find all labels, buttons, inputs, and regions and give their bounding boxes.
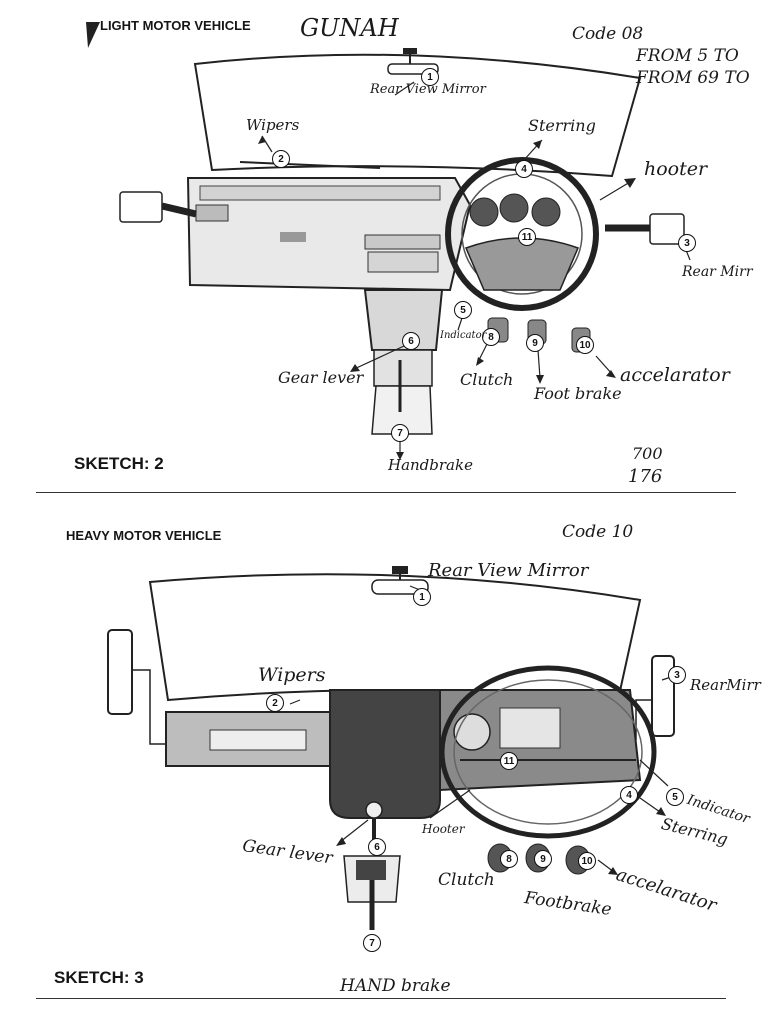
handwritten-code-line-2: FROM 5 TO [636,46,739,66]
handwritten-number-700: 700 [632,444,663,463]
handwritten-code-10: Code 10 [562,522,634,542]
callout-number-6: 6 [368,838,386,856]
callout-number-9: 9 [526,334,544,352]
label-rear-mirror: Rear Mirr [682,264,753,280]
label-gear-lever: Gear lever [241,836,334,869]
label-accelerator: accelarator [620,364,730,386]
callout-number-9: 9 [534,850,552,868]
callout-number-7: 7 [391,424,409,442]
light-vehicle-title: LIGHT MOTOR VEHICLE [100,18,251,33]
label-rear-view-mirror: Rear View Mirror [428,560,589,581]
label-gear-lever: Gear lever [278,368,364,387]
callout-number-4: 4 [515,160,533,178]
label-hooter: Hooter [422,822,465,836]
callout-number-4: 4 [620,786,638,804]
callout-number-3: 3 [668,666,686,684]
handwritten-number-176: 176 [628,466,663,487]
callout-number-10: 10 [576,336,594,354]
label-rear-view-mirror: Rear View Mirror [370,82,486,97]
bottom-rule [36,998,726,999]
sketch-2-label: SKETCH: 2 [74,454,164,473]
label-clutch: Clutch [438,870,495,890]
callout-number-7: 7 [363,934,381,952]
label-wipers: Wipers [258,664,326,686]
callout-number-2: 2 [272,150,290,168]
label-indicator: Indicator [440,330,487,341]
callout-number-2: 2 [266,694,284,712]
section-divider [36,492,736,493]
callout-number-6: 6 [402,332,420,350]
callout-number-3: 3 [678,234,696,252]
callout-number-11: 11 [500,752,518,770]
callout-number-8: 8 [482,328,500,346]
label-clutch: Clutch [460,370,514,389]
label-hooter: hooter [644,158,708,180]
callout-number-10: 10 [578,852,596,870]
label-wipers: Wipers [246,116,300,134]
callout-number-5: 5 [454,301,472,319]
sketch-3-label: SKETCH: 3 [54,968,144,987]
label-handbrake: Handbrake [388,456,473,474]
label-rear-mirror: RearMirr [690,676,761,694]
heavy-vehicle-title: HEAVY MOTOR VEHICLE [66,528,222,543]
handwritten-code-line-1: Code 08 [572,24,644,44]
label-accelerator: accelarator [613,864,719,917]
label-foot-brake: Foot brake [534,384,622,403]
label-steering: Sterring [659,814,730,849]
label-footbrake: Footbrake [523,888,613,921]
light-vehicle-dashboard-drawing [86,22,691,460]
callout-number-11: 11 [518,228,536,246]
callout-number-8: 8 [500,850,518,868]
handwritten-code-line-3: FROM 69 TO [636,68,750,88]
label-steering: Sterring [528,116,596,135]
handwritten-name: GUNAH [300,14,399,42]
label-handbrake: HAND brake [340,976,451,996]
callout-number-1: 1 [413,588,431,606]
callout-number-1: 1 [421,68,439,86]
callout-number-5: 5 [666,788,684,806]
